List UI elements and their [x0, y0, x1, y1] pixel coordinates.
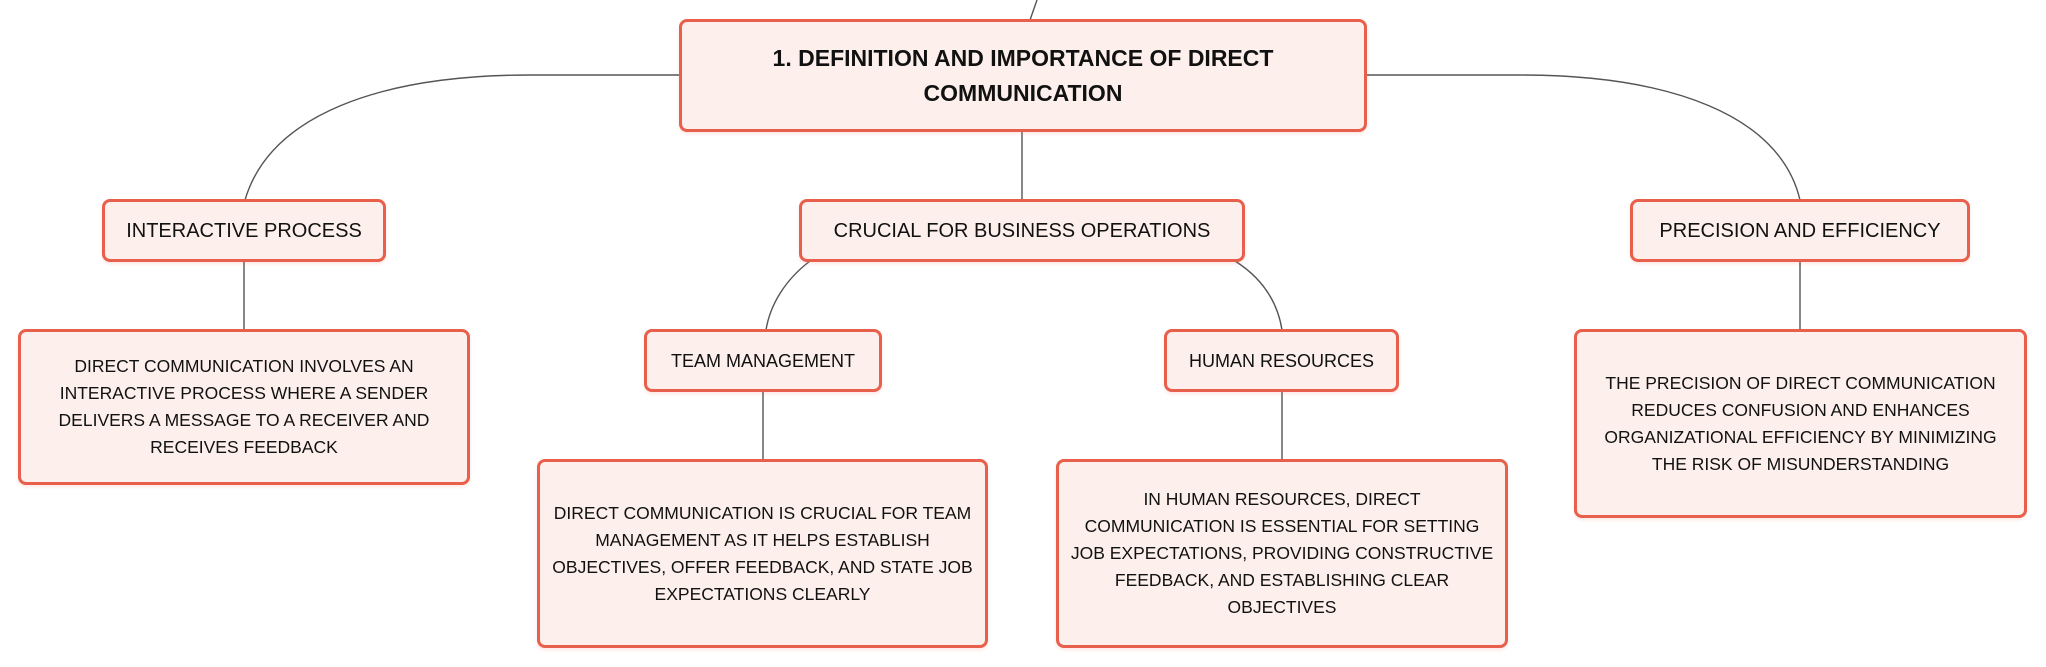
precision-efficiency-label: PRECISION AND EFFICIENCY — [1659, 219, 1941, 242]
connector-root-to-precision — [1367, 74, 1801, 201]
team-management-detail-node[interactable]: DIRECT COMMUNICATION IS CRUCIAL FOR TEAM… — [537, 459, 988, 648]
business-operations-label: CRUCIAL FOR BUSINESS OPERATIONS — [833, 219, 1211, 242]
interactive-process-detail-text: DIRECT COMMUNICATION INVOLVES AN INTERAC… — [58, 356, 430, 457]
root-topic-label: 1. DEFINITION AND IMPORTANCE OF DIRECT C… — [772, 44, 1274, 106]
connector-business-to-team — [765, 260, 811, 331]
interactive-process-node[interactable]: INTERACTIVE PROCESS — [102, 199, 386, 262]
team-management-label: TEAM MANAGEMENT — [670, 350, 855, 371]
root-topic-node[interactable]: 1. DEFINITION AND IMPORTANCE OF DIRECT C… — [679, 19, 1367, 132]
connector-business-to-hr — [1234, 260, 1283, 331]
precision-efficiency-node[interactable]: PRECISION AND EFFICIENCY — [1630, 199, 1970, 262]
team-management-node[interactable]: TEAM MANAGEMENT — [644, 329, 882, 392]
connector-parent-to-root — [1029, 0, 1038, 21]
interactive-process-label: INTERACTIVE PROCESS — [126, 219, 362, 242]
connector-root-to-interactive — [244, 74, 680, 201]
human-resources-node[interactable]: HUMAN RESOURCES — [1164, 329, 1399, 392]
human-resources-detail-text: IN HUMAN RESOURCES, DIRECT COMMUNICATION… — [1070, 489, 1494, 617]
precision-efficiency-detail-node[interactable]: THE PRECISION OF DIRECT COMMUNICATION RE… — [1574, 329, 2027, 518]
team-management-detail-text: DIRECT COMMUNICATION IS CRUCIAL FOR TEAM… — [552, 502, 973, 604]
precision-efficiency-detail-text: THE PRECISION OF DIRECT COMMUNICATION RE… — [1604, 372, 1997, 474]
human-resources-label: HUMAN RESOURCES — [1188, 350, 1375, 371]
human-resources-detail-node[interactable]: IN HUMAN RESOURCES, DIRECT COMMUNICATION… — [1056, 459, 1508, 648]
interactive-process-detail-node[interactable]: DIRECT COMMUNICATION INVOLVES AN INTERAC… — [18, 329, 470, 485]
business-operations-node[interactable]: CRUCIAL FOR BUSINESS OPERATIONS — [799, 199, 1245, 262]
